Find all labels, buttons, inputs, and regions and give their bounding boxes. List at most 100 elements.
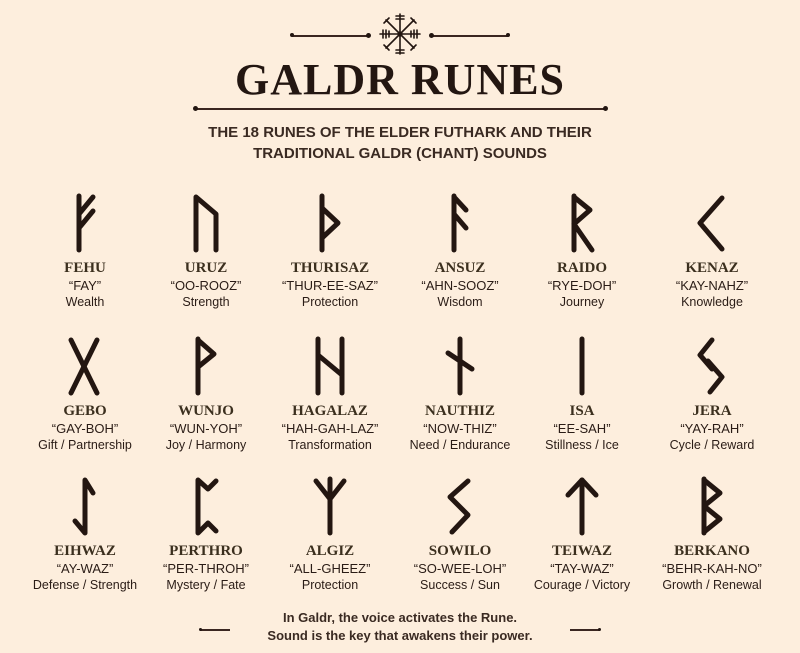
rune-meaning: Protection xyxy=(301,295,359,309)
rune-name: EIHWAZ xyxy=(54,543,116,559)
ornament-dot xyxy=(290,33,294,37)
page-title: GALDR RUNES xyxy=(234,55,566,104)
rune-name: WUNJO xyxy=(178,403,234,419)
eihwaz-rune-icon xyxy=(72,477,96,536)
ornament-dot xyxy=(199,628,202,631)
ornament-dot xyxy=(429,33,434,38)
kenaz-rune-icon xyxy=(697,195,725,252)
rune-meaning: Cycle / Reward xyxy=(669,438,755,452)
rune-meaning: Joy / Harmony xyxy=(165,438,247,452)
subtitle-line-2: TRADITIONAL GALDR (CHANT) SOUNDS xyxy=(253,145,547,162)
rune-pronunciation: “AHN-SOOZ” xyxy=(421,278,499,293)
footer-quote: In Galdr, the voice activates the Rune. … xyxy=(0,609,800,645)
rune-name: SOWILO xyxy=(428,543,492,559)
rune-card-hagalaz: HAGALAZ “HAH-GAH-LAZ” Transformation xyxy=(260,335,400,454)
rune-card-algiz: ALGIZ “ALL-GHEEZ” Protection xyxy=(260,475,400,594)
footer-line-2: Sound is the key that awakens their powe… xyxy=(267,628,533,643)
rune-meaning: Defense / Strength xyxy=(32,578,138,592)
rune-pronunciation: “NOW-THIZ” xyxy=(423,421,497,436)
wunjo-rune-icon xyxy=(195,336,217,396)
rune-card-thurisaz: THURISAZ “THUR-EE-SAZ” Protection xyxy=(260,192,400,311)
rune-name: PERTHRO xyxy=(169,543,243,559)
ornament-dot xyxy=(506,33,510,37)
fehu-rune-icon xyxy=(76,193,96,253)
rune-card-ansuz: ANSUZ “AHN-SOOZ” Wisdom xyxy=(390,192,530,311)
rune-card-raido: RAIDO “RYE-DOH” Journey xyxy=(512,192,652,311)
thurisaz-rune-icon xyxy=(319,193,341,253)
ornament-dot xyxy=(598,628,601,631)
rune-name: ALGIZ xyxy=(305,543,355,559)
sowilo-rune-icon xyxy=(447,478,471,535)
rune-card-uruz: URUZ “OO-ROOZ” Strength xyxy=(136,192,276,311)
rune-pronunciation: “PER-THROH” xyxy=(163,561,249,576)
subtitle-line-1: THE 18 RUNES OF THE ELDER FUTHARK AND TH… xyxy=(208,124,592,141)
footer-ornament-left xyxy=(200,629,230,631)
rune-pronunciation: “EE-SAH” xyxy=(553,421,611,436)
rune-pronunciation: “AY-WAZ” xyxy=(56,561,114,576)
footer-ornament-right xyxy=(570,629,600,631)
rune-name: NAUTHIZ xyxy=(424,403,495,419)
ansuz-rune-icon xyxy=(451,193,469,253)
rune-card-wunjo: WUNJO “WUN-YOH” Joy / Harmony xyxy=(136,335,276,454)
rune-pronunciation: “BEHR-KAH-NO” xyxy=(662,561,762,576)
uruz-rune-icon xyxy=(193,194,219,253)
rune-meaning: Need / Endurance xyxy=(409,438,511,452)
rune-meaning: Mystery / Fate xyxy=(166,578,246,592)
vegvisir-compass-icon xyxy=(379,13,421,55)
ornament-dot xyxy=(193,106,198,111)
rune-meaning: Knowledge xyxy=(681,295,743,309)
rune-name: FEHU xyxy=(64,260,106,276)
raido-rune-icon xyxy=(571,193,595,253)
algiz-rune-icon xyxy=(313,476,347,536)
rune-pronunciation: “KAY-NAHZ” xyxy=(675,278,749,293)
rune-meaning: Protection xyxy=(301,578,359,592)
rune-name: JERA xyxy=(692,403,732,419)
rune-card-sowilo: SOWILO “SO-WEE-LOH” Success / Sun xyxy=(390,475,530,594)
rune-pronunciation: “THUR-EE-SAZ” xyxy=(281,278,379,293)
rune-card-teiwaz: TEIWAZ “TAY-WAZ” Courage / Victory xyxy=(512,475,652,594)
rune-meaning: Journey xyxy=(559,295,605,309)
rune-card-gebo: GEBO “GAY-BOH” Gift / Partnership xyxy=(15,335,155,454)
rune-meaning: Stillness / Ice xyxy=(545,438,619,452)
rune-name: RAIDO xyxy=(556,260,607,276)
perthro-rune-icon xyxy=(195,477,219,536)
title-divider xyxy=(195,108,605,110)
rune-meaning: Growth / Renewal xyxy=(662,578,762,592)
rune-pronunciation: “GAY-BOH” xyxy=(51,421,119,436)
rune-card-perthro: PERTHRO “PER-THROH” Mystery / Fate xyxy=(136,475,276,594)
rune-name: BERKANO xyxy=(674,543,750,559)
rune-card-eihwaz: EIHWAZ “AY-WAZ” Defense / Strength xyxy=(15,475,155,594)
rune-name: URUZ xyxy=(184,260,228,276)
ornament-line-right xyxy=(432,35,508,37)
rune-meaning: Courage / Victory xyxy=(533,578,631,592)
rune-pronunciation: “YAY-RAH” xyxy=(680,421,744,436)
hagalaz-rune-icon xyxy=(315,336,345,396)
rune-meaning: Wealth xyxy=(65,295,105,309)
rune-card-isa: ISA “EE-SAH” Stillness / Ice xyxy=(512,335,652,454)
rune-card-kenaz: KENAZ “KAY-NAHZ” Knowledge xyxy=(642,192,782,311)
teiwaz-rune-icon xyxy=(565,477,599,536)
berkano-rune-icon xyxy=(701,476,723,536)
rune-pronunciation: “FAY” xyxy=(68,278,102,293)
subtitle: THE 18 RUNES OF THE ELDER FUTHARK AND TH… xyxy=(0,122,800,164)
rune-name: ISA xyxy=(569,403,595,419)
rune-meaning: Wisdom xyxy=(437,295,483,309)
rune-pronunciation: “HAH-GAH-LAZ” xyxy=(281,421,379,436)
isa-rune-icon xyxy=(579,336,585,396)
rune-name: THURISAZ xyxy=(290,260,370,276)
footer-line-1: In Galdr, the voice activates the Rune. xyxy=(282,610,518,625)
jera-rune-icon xyxy=(697,337,725,395)
gebo-rune-icon xyxy=(68,337,100,396)
rune-card-fehu: FEHU “FAY” Wealth xyxy=(15,192,155,311)
ornament-line-left xyxy=(292,35,368,37)
rune-pronunciation: “WUN-YOH” xyxy=(169,421,243,436)
rune-name: GEBO xyxy=(63,403,107,419)
rune-card-berkano: BERKANO “BEHR-KAH-NO” Growth / Renewal xyxy=(642,475,782,594)
rune-pronunciation: “OO-ROOZ” xyxy=(170,278,242,293)
rune-card-nauthiz: NAUTHIZ “NOW-THIZ” Need / Endurance xyxy=(390,335,530,454)
nauthiz-rune-icon xyxy=(445,336,475,396)
rune-pronunciation: “RYE-DOH” xyxy=(547,278,617,293)
ornament-dot xyxy=(603,106,608,111)
rune-name: TEIWAZ xyxy=(551,543,613,559)
rune-name: HAGALAZ xyxy=(292,403,368,419)
